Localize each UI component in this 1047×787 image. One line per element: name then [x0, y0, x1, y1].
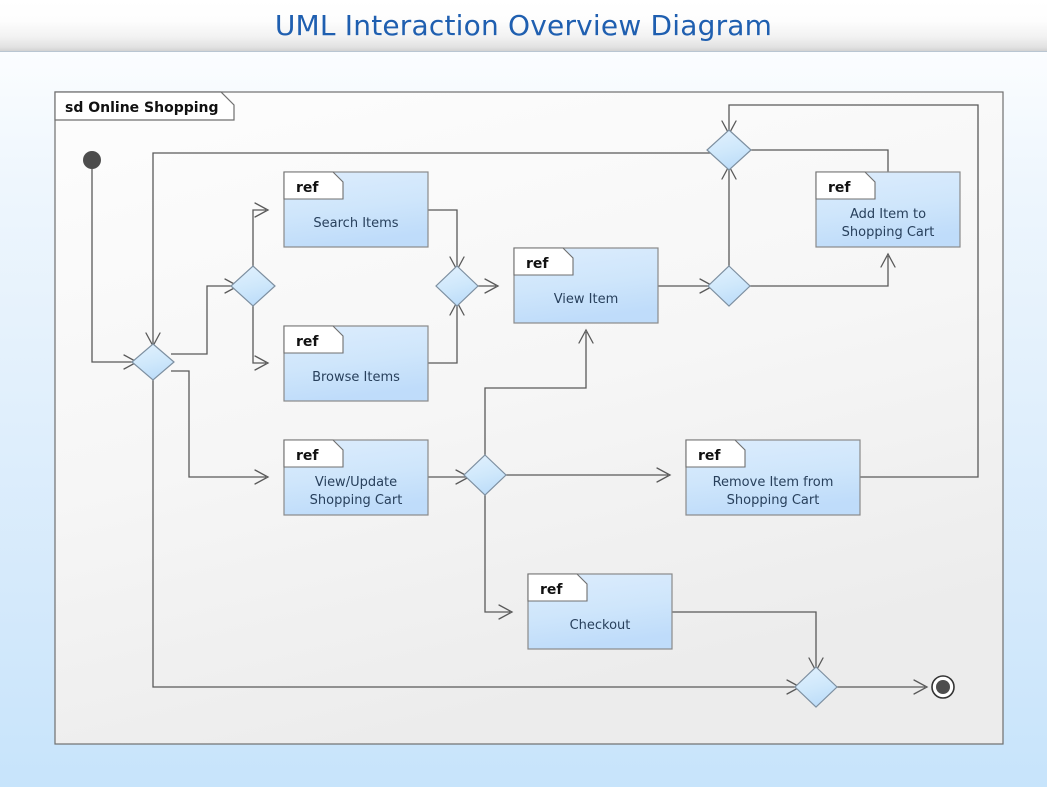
- ref-tab-remove-item: [685, 439, 746, 468]
- ref-keyword-view-update: ref: [296, 448, 319, 464]
- ref-label-view-update-line2: Shopping Cart: [310, 493, 403, 508]
- ref-frame-checkout[interactable]: ref Checkout: [527, 573, 673, 650]
- initial-node[interactable]: [83, 151, 101, 169]
- ref-label-view-item: View Item: [554, 292, 619, 307]
- ref-label-add-item-line2: Shopping Cart: [842, 225, 935, 240]
- arrowhead-final-node-left: [913, 679, 929, 695]
- arrowhead-browse-left: [254, 355, 270, 371]
- ref-label-remove-item-line1: Remove Item from: [713, 475, 834, 490]
- ref-tab-checkout: [527, 573, 588, 602]
- ref-frame-remove-item[interactable]: ref Remove Item from Shopping Cart: [685, 439, 861, 516]
- arrowhead-checkout-left: [498, 604, 514, 620]
- decision-node-search-or-browse[interactable]: [230, 265, 276, 307]
- ref-frame-add-item[interactable]: ref Add Item to Shopping Cart: [815, 171, 961, 248]
- ref-tab-browse-items: [283, 325, 344, 354]
- ref-tab-view-item: [513, 247, 574, 276]
- ref-frame-search-items[interactable]: ref Search Items: [283, 171, 429, 248]
- merge-node-entry[interactable]: [131, 343, 175, 381]
- ref-keyword-checkout: ref: [540, 582, 563, 598]
- frame-name-tab: [54, 91, 235, 121]
- ref-keyword-browse-items: ref: [296, 334, 319, 350]
- flow-decision-cart-to-view-item: [484, 332, 587, 457]
- merge-node-top[interactable]: [706, 129, 752, 171]
- ref-frame-view-update[interactable]: ref View/Update Shopping Cart: [283, 439, 429, 516]
- frame-label: sd Online Shopping: [65, 100, 219, 116]
- flow-merge-entry-to-view-update: [171, 370, 266, 478]
- flow-decision-view-to-add-item: [747, 256, 889, 287]
- flow-checkout-to-merge-final: [672, 611, 817, 669]
- final-node-dot: [936, 680, 950, 694]
- flow-decision-browse-to-search: [252, 209, 266, 268]
- ref-label-search-items: Search Items: [313, 216, 398, 231]
- ref-keyword-remove-item: ref: [698, 448, 721, 464]
- flow-search-to-merge-view: [428, 209, 458, 268]
- merge-node-view[interactable]: [435, 265, 479, 307]
- ref-frame-browse-items[interactable]: ref Browse Items: [283, 325, 429, 402]
- arrowhead-remove-item-left: [656, 467, 672, 483]
- arrowhead-view-item-bottom: [578, 328, 594, 344]
- flow-initial-to-merge-entry: [91, 169, 135, 363]
- ref-label-add-item-line1: Add Item to: [850, 207, 926, 222]
- decision-node-after-view-item[interactable]: [707, 265, 751, 307]
- flow-merge-top-to-add-item-top: [747, 149, 889, 172]
- decision-nodes: [131, 129, 838, 708]
- diagram-canvas: sd Online Shopping: [0, 52, 1047, 787]
- ref-keyword-add-item: ref: [828, 180, 851, 196]
- arrowhead-add-item-bottom: [880, 252, 896, 268]
- ref-keyword-view-item: ref: [526, 256, 549, 272]
- flow-decision-browse-to-browse: [252, 304, 266, 364]
- arrowhead-search-left: [254, 202, 270, 218]
- initial-node-dot: [83, 151, 101, 169]
- ref-tab-add-item: [815, 171, 876, 200]
- merge-node-final[interactable]: [794, 666, 838, 708]
- ref-tab-search-items: [283, 171, 344, 200]
- flow-merge-top-outer-loop: [728, 104, 979, 478]
- decision-node-cart[interactable]: [463, 454, 507, 496]
- flow-top-return-to-merge-entry: [152, 152, 729, 344]
- arrowhead-view-update-left: [254, 469, 270, 485]
- flow-merge-entry-to-merge-final: [152, 380, 798, 688]
- flow-browse-to-merge-view: [428, 304, 458, 364]
- final-node[interactable]: [931, 675, 955, 699]
- control-flows: [91, 104, 979, 695]
- ref-label-view-update-line1: View/Update: [315, 475, 397, 490]
- ref-keyword-search-items: ref: [296, 180, 319, 196]
- arrowhead-view-item-left: [484, 278, 500, 294]
- flow-decision-cart-to-checkout: [484, 493, 510, 613]
- ref-label-browse-items: Browse Items: [312, 370, 400, 385]
- page-title: UML Interaction Overview Diagram: [274, 9, 773, 42]
- ref-tab-view-update: [283, 439, 344, 468]
- ref-label-remove-item-line2: Shopping Cart: [727, 493, 820, 508]
- ref-label-checkout: Checkout: [570, 618, 631, 633]
- ref-frame-view-item[interactable]: ref View Item: [513, 247, 659, 324]
- title-bar: UML Interaction Overview Diagram: [0, 0, 1047, 52]
- flow-merge-entry-to-decision-browse: [171, 285, 236, 355]
